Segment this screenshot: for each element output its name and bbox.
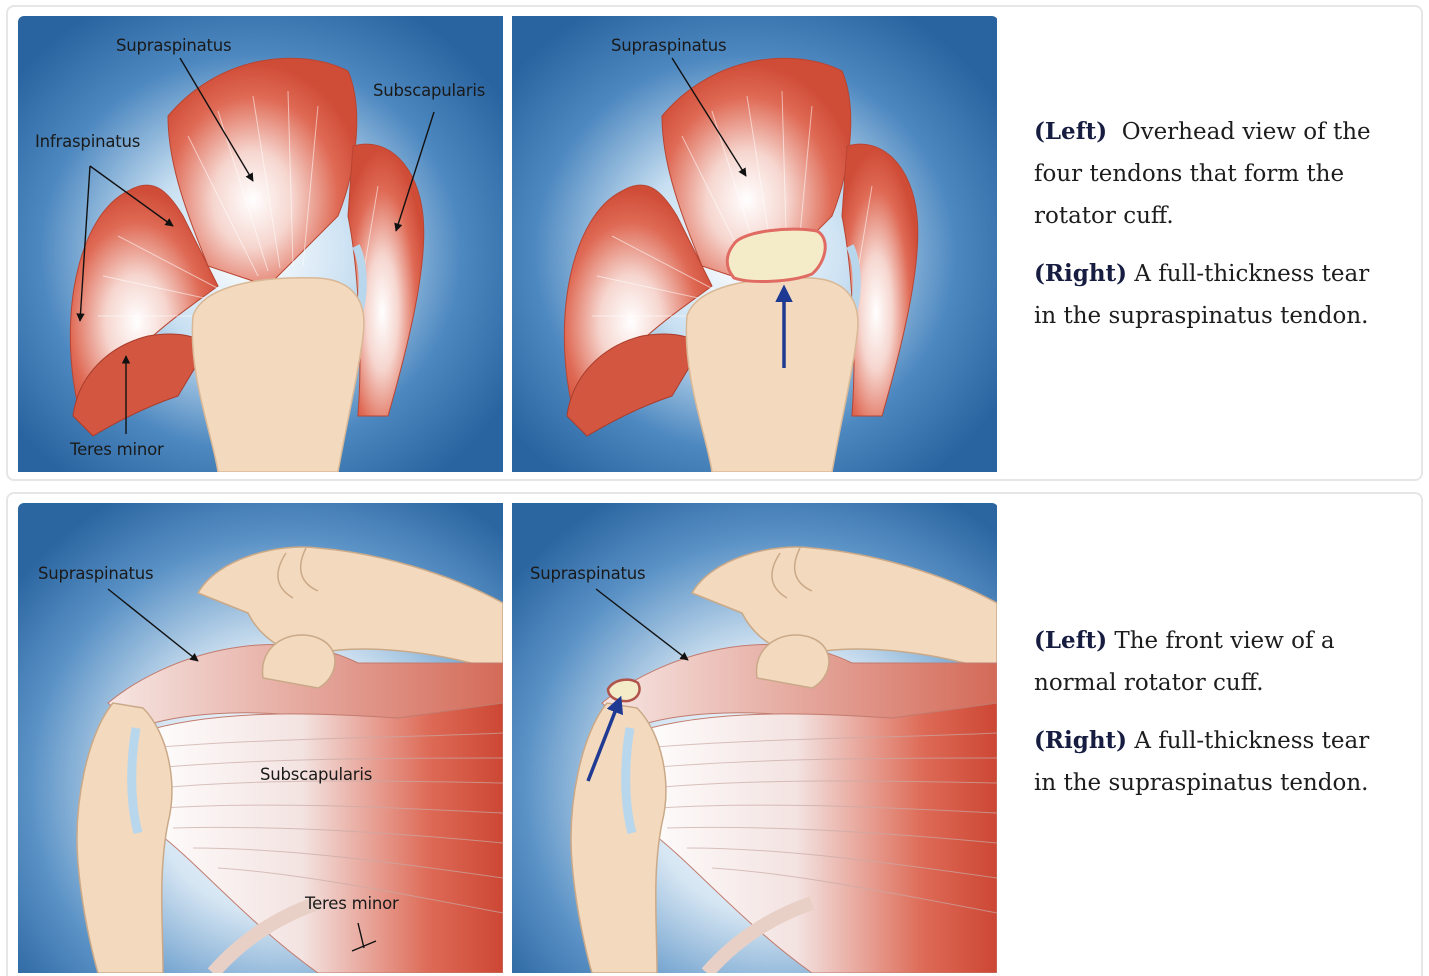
label-supraspinatus: Supraspinatus	[38, 564, 153, 583]
caption-right: (Right) A full-thickness tear in the sup…	[1034, 720, 1384, 804]
tear-defect	[727, 229, 825, 281]
overhead-normal-panel: Supraspinatus Subscapularis Infraspinatu…	[18, 16, 503, 472]
label-supraspinatus: Supraspinatus	[530, 564, 645, 583]
caption-left-tag: (Left)	[1034, 118, 1107, 145]
humerus-bone	[77, 703, 172, 973]
front-tear-panel: Supraspinatus	[512, 503, 997, 973]
label-supraspinatus: Supraspinatus	[116, 36, 231, 55]
caption-left: (Left) The front view of a normal rotato…	[1034, 620, 1384, 704]
label-teres-minor: Teres minor	[69, 440, 164, 459]
caption-right-tag: (Right)	[1034, 260, 1127, 287]
caption-left: (Left) Overhead view of the four tendons…	[1034, 111, 1384, 237]
overhead-tear-panel: Supraspinatus	[512, 16, 997, 472]
figure-card-front: Supraspinatus Subscapularis Teres minor	[6, 492, 1423, 976]
caption-left-tag: (Left)	[1034, 627, 1107, 654]
humerus-bone	[192, 278, 364, 472]
label-subscapularis: Subscapularis	[373, 81, 485, 100]
figure-card-overhead: Supraspinatus Subscapularis Infraspinatu…	[6, 5, 1423, 481]
label-teres-minor: Teres minor	[304, 894, 399, 913]
label-supraspinatus: Supraspinatus	[611, 36, 726, 55]
caption-right: (Right) A full-thickness tear in the sup…	[1034, 253, 1384, 337]
front-caption: (Left) The front view of a normal rotato…	[1034, 620, 1384, 820]
front-illustration: Supraspinatus Subscapularis Teres minor	[18, 503, 998, 973]
tear-defect	[608, 680, 640, 702]
overhead-illustration: Supraspinatus Subscapularis Infraspinatu…	[18, 16, 998, 472]
label-subscapularis: Subscapularis	[260, 765, 372, 784]
caption-right-tag: (Right)	[1034, 727, 1127, 754]
label-infraspinatus: Infraspinatus	[35, 132, 140, 151]
front-normal-panel: Supraspinatus Subscapularis Teres minor	[18, 503, 503, 973]
overhead-caption: (Left) Overhead view of the four tendons…	[1034, 111, 1384, 353]
